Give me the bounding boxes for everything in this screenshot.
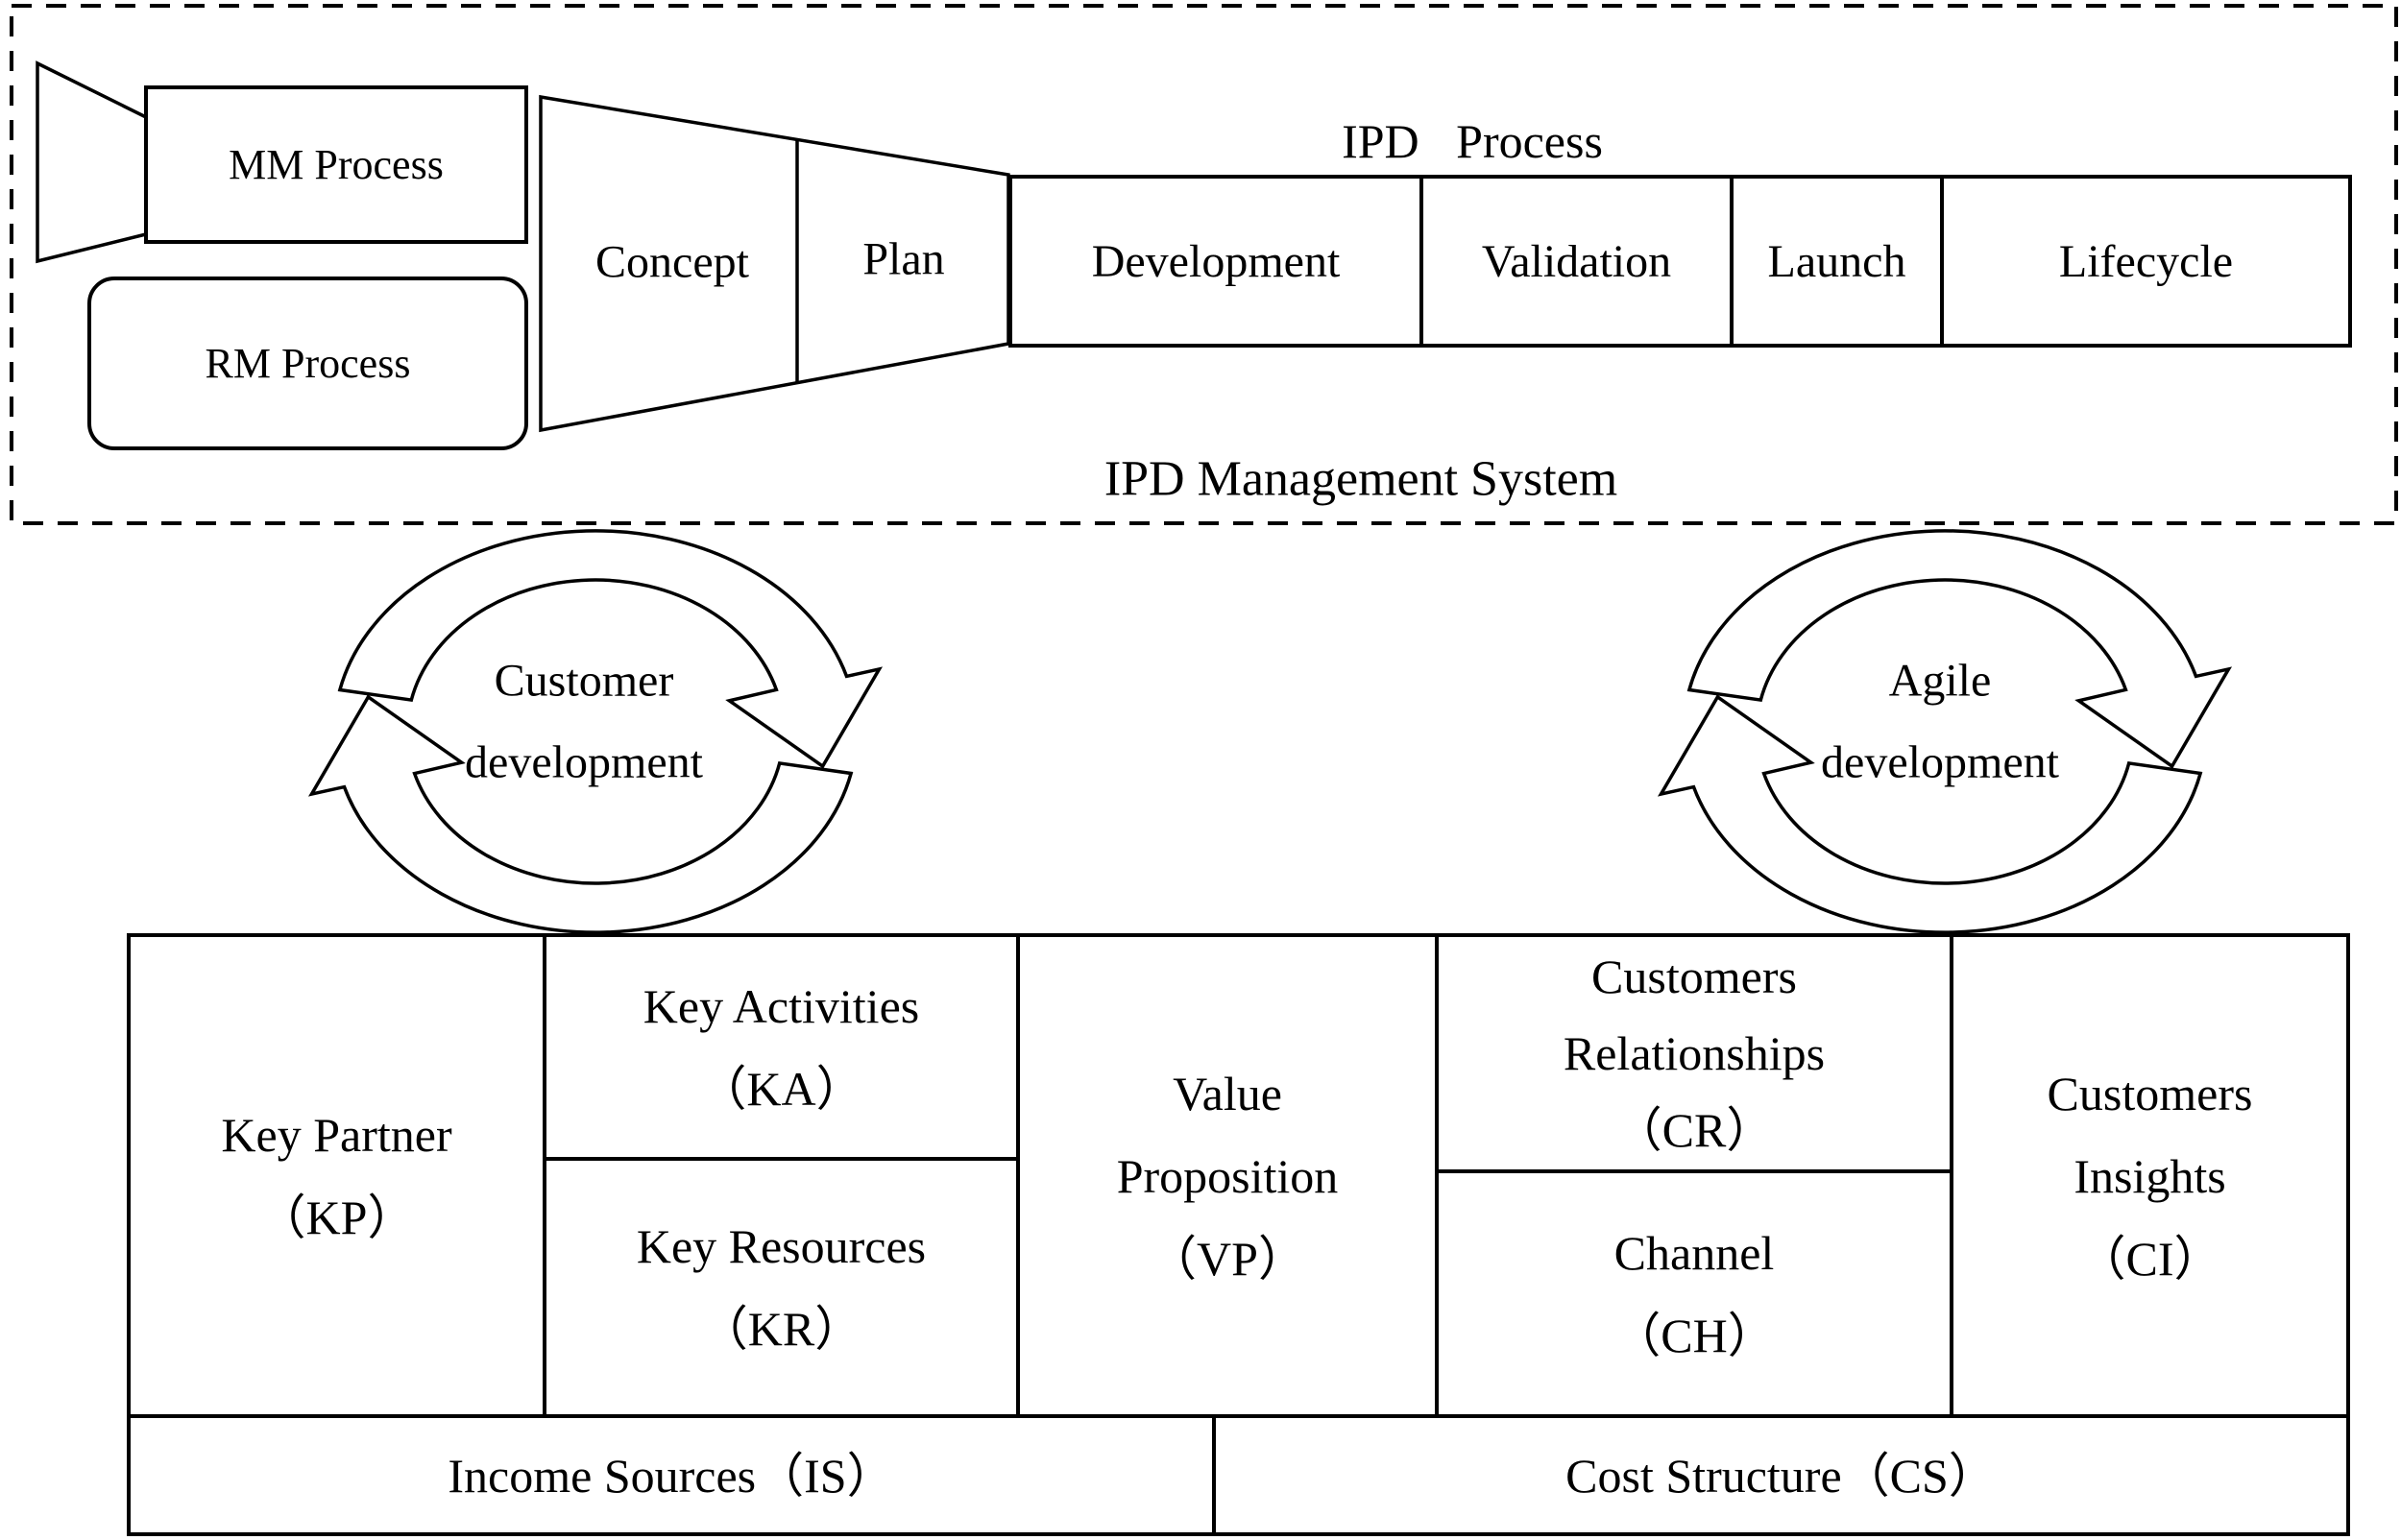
cell-line: （KA） <box>698 1061 864 1116</box>
cell-line: （CH） <box>1613 1308 1776 1362</box>
mm-process-label: MM Process <box>229 141 444 188</box>
phase-label: Lifecycle <box>2058 235 2234 287</box>
cell-line: Key Activities <box>643 978 920 1033</box>
phase-label: Launch <box>1767 235 1906 287</box>
canvas-cell-customer-relationships: Customers Relationships （CR） <box>1435 933 1953 1173</box>
customer-development-cycle-icon <box>307 529 884 934</box>
phase-box-validation: Validation <box>1419 175 1734 348</box>
cell-line: Income Sources（IS） <box>448 1448 895 1503</box>
phase-box-development: Development <box>1008 175 1423 348</box>
cell-line: Channel <box>1613 1225 1775 1280</box>
mm-process-box: MM Process <box>144 85 528 244</box>
cell-line: （KP） <box>257 1190 416 1244</box>
ipd-management-system-title: IPD Management System <box>1103 451 1618 507</box>
cell-line: （VP） <box>1149 1231 1306 1286</box>
customer-development-cycle-label: Customer development <box>465 640 703 805</box>
canvas-cell-key-resources: Key Resources （KR） <box>543 1157 1020 1418</box>
cell-line: Cost Structure（CS） <box>1565 1448 1997 1503</box>
cycle-arrow <box>337 529 884 769</box>
cell-line: Key Partner <box>221 1107 452 1162</box>
plan-label: Plan <box>862 233 945 285</box>
cell-line: Customers <box>1591 950 1797 1003</box>
cycle-line2: development <box>1821 737 2059 788</box>
cell-line: Relationships <box>1563 1026 1826 1080</box>
canvas-cell-customer-insights: Customers Insights （CI） <box>1950 933 2350 1418</box>
cycle-arrow <box>307 694 854 934</box>
cell-line: Key Resources <box>636 1219 927 1273</box>
concept-label: Concept <box>595 236 749 288</box>
cycle-line1: Agile <box>1888 655 1992 707</box>
cell-line: Value <box>1173 1066 1282 1120</box>
canvas-cell-income-sources: Income Sources（IS） <box>127 1414 1216 1536</box>
canvas-cell-cost-structure: Cost Structure（CS） <box>1212 1414 2350 1536</box>
agile-development-cycle-label: Agile development <box>1821 640 2059 805</box>
cell-line: Proposition <box>1116 1148 1339 1203</box>
cell-line: Customers <box>2047 1066 2253 1120</box>
cell-line: （KR） <box>699 1302 863 1356</box>
cell-line: （CI） <box>2077 1231 2222 1286</box>
cycle-arrow <box>1657 694 2203 934</box>
input-flag-shape <box>36 60 148 264</box>
canvas-cell-value-proposition: Value Proposition （VP） <box>1016 933 1439 1418</box>
canvas-cell-key-partner: Key Partner （KP） <box>127 933 546 1418</box>
canvas-cell-key-activities: Key Activities （KA） <box>543 933 1020 1161</box>
phase-box-lifecycle: Lifecycle <box>1940 175 2352 348</box>
cycle-line2: development <box>465 737 703 788</box>
canvas-cell-channel: Channel （CH） <box>1435 1169 1953 1418</box>
ipd-system-dashed-border <box>10 4 2398 525</box>
phase-label: Development <box>1091 235 1341 287</box>
cycle-arrow <box>1686 529 2233 769</box>
agile-development-cycle-icon <box>1657 529 2233 934</box>
cycle-line1: Customer <box>494 655 674 707</box>
cell-line: （CR） <box>1613 1103 1775 1157</box>
ipd-process-title: IPD Process <box>1342 114 1603 168</box>
phase-label: Validation <box>1481 235 1672 287</box>
rm-process-label: RM Process <box>205 340 411 387</box>
phase-box-launch: Launch <box>1730 175 1944 348</box>
rm-process-box: RM Process <box>87 277 528 450</box>
cell-line: Insights <box>2074 1148 2226 1203</box>
